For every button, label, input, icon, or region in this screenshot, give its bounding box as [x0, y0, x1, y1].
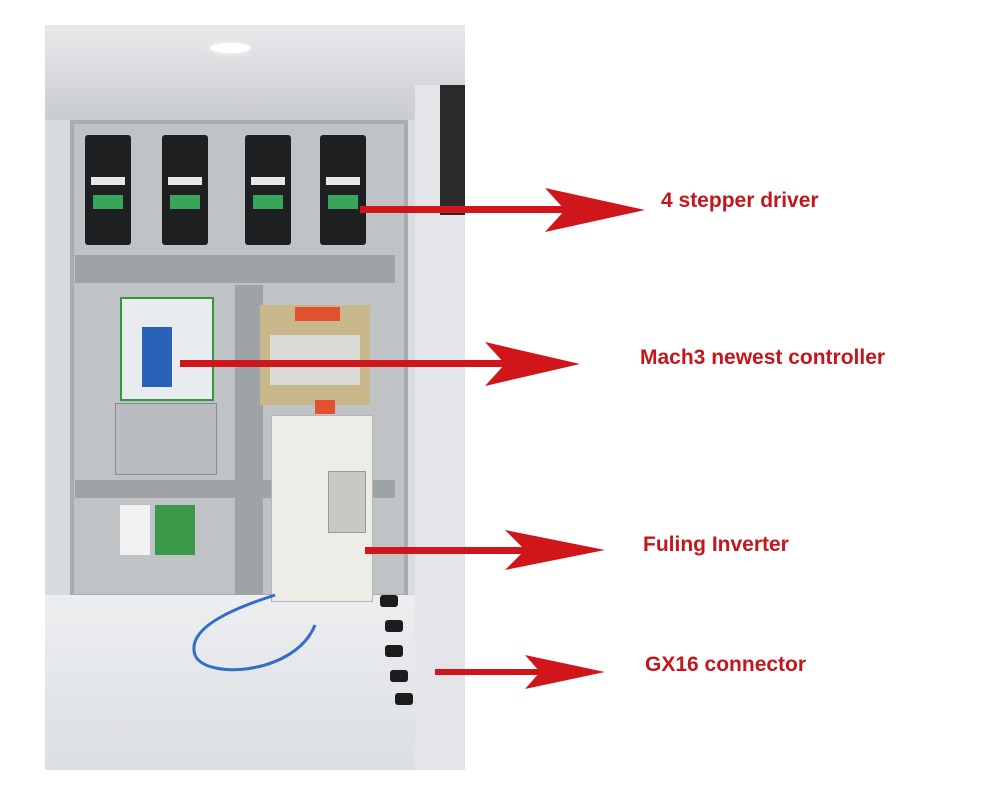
- stepper-driver: [245, 135, 291, 245]
- label-stepper-driver: 4 stepper driver: [661, 189, 819, 212]
- label-fuling-inverter: Fuling Inverter: [643, 533, 789, 556]
- breaker: [120, 505, 150, 555]
- cabinet-top: [45, 25, 465, 120]
- terminal-block: [155, 505, 195, 555]
- label-mach3-controller: Mach3 newest controller: [640, 346, 886, 369]
- arrow-stepper: [360, 188, 645, 232]
- stepper-driver: [162, 135, 208, 245]
- cable-duct: [235, 285, 263, 595]
- mach3-controller: [120, 297, 214, 401]
- usb-cable: [192, 593, 317, 672]
- gx16-plug: [385, 645, 403, 657]
- terminal: [315, 400, 335, 414]
- arrow-inverter: [365, 530, 605, 570]
- electrical-cabinet-photo: [45, 25, 465, 770]
- cabinet-light: [210, 43, 250, 53]
- stepper-driver: [320, 135, 366, 245]
- stepper-driver: [85, 135, 131, 245]
- power-supply: [115, 403, 217, 475]
- gx16-plug: [395, 693, 413, 705]
- door-edge: [440, 85, 465, 215]
- gx16-plug: [380, 595, 398, 607]
- arrow-controller: [180, 342, 580, 386]
- gx16-plug: [385, 620, 403, 632]
- gx16-plug: [390, 670, 408, 682]
- rail: [75, 255, 395, 283]
- label-gx16-connector: GX16 connector: [645, 653, 807, 676]
- arrow-connector: [435, 655, 605, 689]
- fuling-inverter: [271, 415, 373, 602]
